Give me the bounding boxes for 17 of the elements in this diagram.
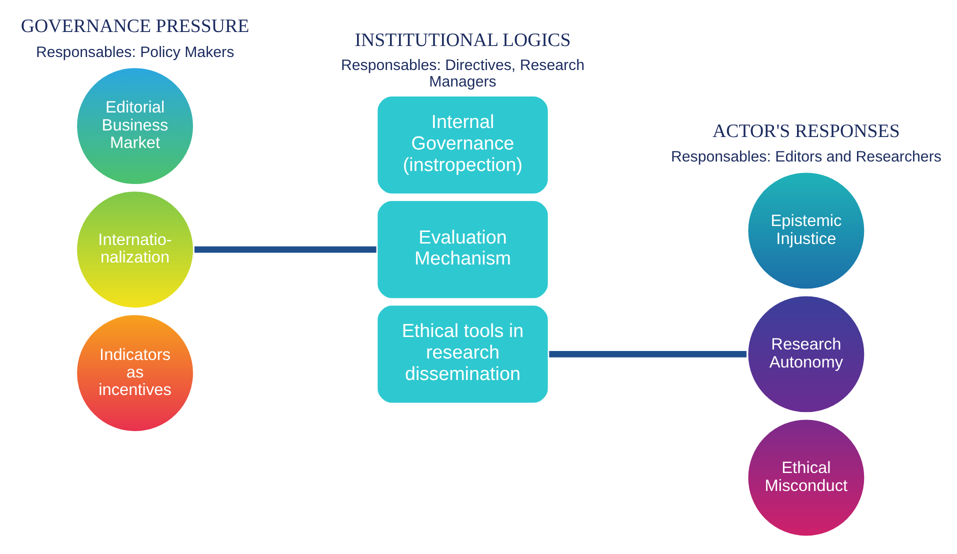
node-box: Internal Governance (instropection): [375, 94, 550, 196]
node-box: Ethical tools in research dissemination: [375, 303, 550, 406]
node-box: Evaluation Mechanism: [375, 198, 550, 301]
node-circle: Epistemic Injustice: [746, 170, 867, 292]
node-circle: Editorial Business Market: [74, 66, 196, 187]
label: ACTOR'S RESPONSES: [712, 120, 900, 142]
node-circle: Research Autonomy: [746, 294, 867, 415]
connector: [194, 246, 376, 253]
node-circle: Internatio- nalization: [74, 189, 196, 310]
node-circle: Indicators as incentives: [74, 312, 196, 434]
label: Responsables: Policy Makers: [36, 44, 234, 61]
label: GOVERNANCE PRESSURE: [20, 16, 250, 38]
label: Responsables: Editors and Researchers: [670, 148, 942, 166]
node-circle: Ethical Misconduct: [746, 417, 867, 538]
label: Responsables: Directives, Research Managers: [340, 57, 585, 90]
label: INSTITUTIONAL LOGICS: [354, 30, 571, 52]
connector: [549, 351, 746, 358]
